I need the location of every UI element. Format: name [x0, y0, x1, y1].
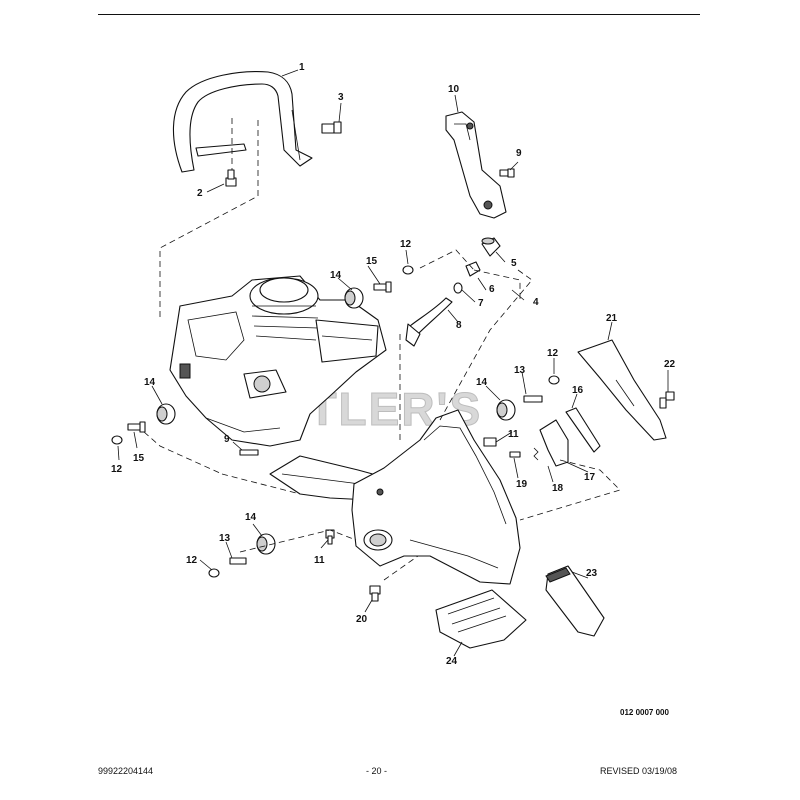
side-housing [351, 409, 521, 585]
crankcase-assembly [169, 275, 387, 447]
part-11-screw-right [483, 437, 497, 447]
callout-13-right: 13 [514, 365, 526, 376]
part-9-screw-upper [499, 168, 515, 178]
callout-16: 16 [572, 385, 584, 396]
part-12-washer-right [548, 375, 560, 385]
part-8-fuel-hose [405, 297, 453, 347]
part-15-pin-left [127, 421, 146, 433]
callout-22: 22 [664, 359, 676, 370]
part-22-screw [659, 391, 675, 409]
callout-10: 10 [448, 84, 460, 95]
callout-1: 1 [299, 62, 305, 73]
part-3-screw [321, 121, 342, 134]
callout-11-lower: 11 [314, 555, 325, 566]
callout-5: 5 [511, 258, 517, 269]
callout-11-right: 11 [508, 429, 519, 440]
part-20-screw [369, 585, 381, 602]
callout-6: 6 [489, 284, 495, 295]
part-11-screw-lower [325, 529, 335, 545]
footer-page-number: - 20 - [366, 766, 388, 776]
part-24-cover-plate [435, 589, 527, 649]
part-18-spring [533, 447, 539, 461]
callout-12-lower: 12 [186, 555, 198, 566]
callout-14-right: 14 [476, 377, 488, 388]
part-17-trigger [539, 419, 569, 467]
figure-code: 012 0007 000 [620, 708, 669, 717]
top-rule [98, 14, 700, 15]
part-5-cap [481, 237, 501, 257]
part-1-front-handle [172, 71, 313, 184]
callout-9-upper: 9 [516, 148, 522, 159]
part-12-washer-top [402, 265, 414, 275]
callout-12-top: 12 [400, 239, 412, 250]
callout-24: 24 [446, 656, 458, 667]
part-7-ring [453, 282, 463, 294]
part-23-filter-block [545, 565, 605, 637]
part-21-handle-cover [577, 339, 667, 441]
part-19-pin [509, 451, 521, 458]
footer-revised-date: REVISED 03/19/08 [600, 766, 678, 776]
callout-12-right: 12 [547, 348, 559, 359]
callout-21: 21 [606, 313, 618, 324]
part-12-washer-lower [208, 568, 220, 578]
callout-17: 17 [584, 472, 596, 483]
part-14-mount-right [496, 399, 516, 421]
callout-4: 4 [533, 297, 539, 308]
callout-14-left: 14 [144, 377, 156, 388]
callout-9-lower: 9 [224, 434, 230, 445]
callout-14-top: 14 [330, 270, 342, 281]
part-14-mount-left [156, 403, 176, 425]
callout-15-top: 15 [366, 256, 378, 267]
callout-14-lower: 14 [245, 512, 257, 523]
callout-18: 18 [552, 483, 564, 494]
part-9-screw-left [239, 449, 259, 456]
part-15-pin-top [373, 281, 392, 293]
part-2-screw [225, 169, 237, 187]
part-10-bracket [445, 111, 507, 219]
callout-23: 23 [586, 568, 598, 579]
part-13-pin-right [523, 395, 543, 403]
callout-19: 19 [516, 479, 528, 490]
footer-part-number: 99922204144 [98, 766, 154, 776]
callout-8: 8 [456, 320, 462, 331]
callout-20: 20 [356, 614, 368, 625]
callout-2: 2 [197, 188, 203, 199]
callout-7: 7 [478, 298, 484, 309]
part-14-mount-lower [256, 533, 276, 555]
part-13-pin-lower [229, 557, 247, 565]
callout-13-lower: 13 [219, 533, 231, 544]
part-16-spring-lever [565, 407, 601, 453]
part-14-mount-top [344, 287, 364, 309]
callout-12-left: 12 [111, 464, 123, 475]
callout-15-left: 15 [133, 453, 145, 464]
part-12-washer-left [111, 435, 123, 445]
callout-3: 3 [338, 92, 344, 103]
